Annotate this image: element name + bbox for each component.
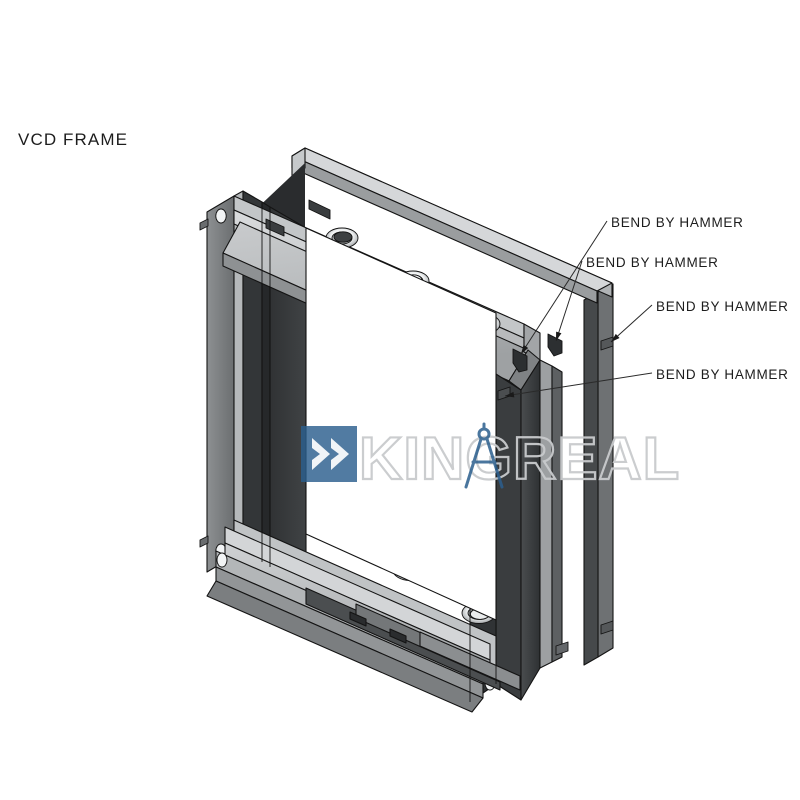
leader-arrow-2 — [556, 331, 562, 341]
leader-line-1 — [520, 220, 608, 355]
bottom-rail — [206, 519, 497, 713]
leader-arrow-3 — [611, 333, 620, 342]
bend-tabs-top — [512, 333, 563, 373]
leader-line-3 — [610, 304, 653, 343]
back-bottom-tabs — [555, 641, 569, 656]
callout-label-1: BEND BY HAMMER — [611, 215, 744, 230]
leader-line-2 — [555, 260, 583, 342]
callout-label-4: BEND BY HAMMER — [656, 367, 789, 382]
leader-line-4 — [504, 372, 653, 397]
frame-opening — [305, 227, 497, 621]
page-title: VCD FRAME — [18, 130, 129, 149]
left-post-tabs — [199, 218, 209, 548]
top-rail-slots — [265, 199, 331, 237]
callout-label-3: BEND BY HAMMER — [656, 299, 789, 314]
callout-label-2: BEND BY HAMMER — [586, 255, 719, 270]
leader-arrow-1 — [521, 344, 529, 354]
callout-leader-arrows — [505, 331, 620, 398]
left-post — [206, 190, 307, 589]
callout-leader-lines — [504, 220, 653, 397]
leader-arrow-4 — [505, 391, 515, 398]
